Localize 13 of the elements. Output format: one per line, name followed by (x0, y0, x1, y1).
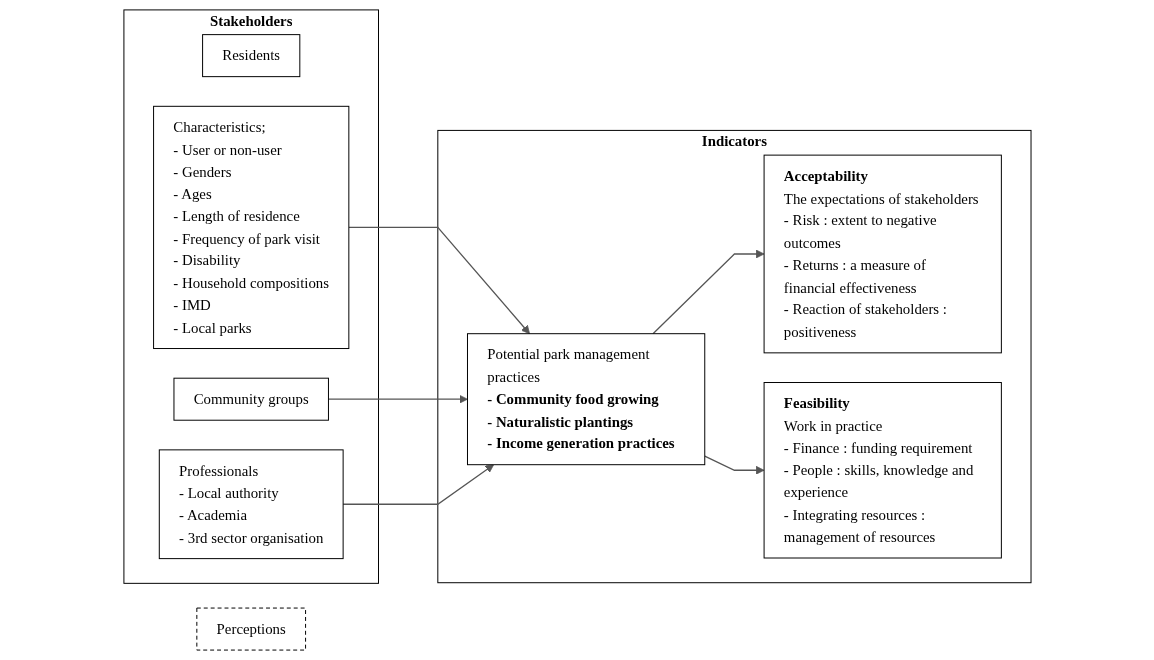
arrow (703, 455, 764, 475)
node-box: Acceptability The expectations of stakeholders - Risk : extent to negative outcomes - Returns : a measure of financial effectiveness - Reaction of stakeholders : positiveness (763, 154, 1002, 354)
node-box: Characteristics; - User or non-user - Genders - Ages - Length of residence - Frequency of park visit - Disability - Household compositions - IMD - Local parks (152, 105, 349, 350)
node-box: Potential park management practices - Community food growing - Naturalistic plantings - Income generation practices (466, 333, 705, 466)
arrow (347, 226, 530, 335)
arrow (342, 464, 494, 505)
node-box: Community groups (173, 377, 329, 421)
arrow (651, 249, 764, 335)
node-box: Residents (201, 34, 300, 78)
node-box: Feasibility Work in practice - Finance : funding requirement - People : skills, knowledge and experience - Integrating resources : management of resources (763, 382, 1002, 559)
node-box: Professionals - Local authority - Academia - 3rd sector organisation (158, 449, 344, 560)
node-box: Perceptions (195, 607, 306, 651)
arrow (327, 394, 468, 404)
